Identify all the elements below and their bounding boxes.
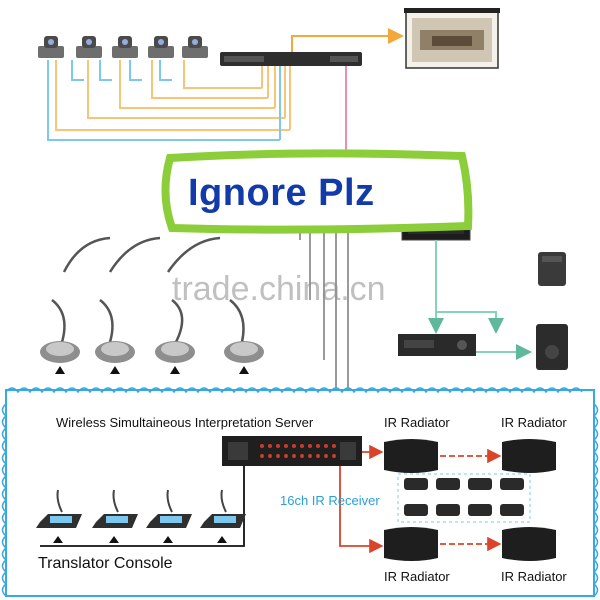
server-output-cables	[40, 444, 384, 554]
ir-radiator-icon	[384, 527, 438, 561]
video-switcher-unit	[220, 52, 362, 66]
watermark-text: trade.china.cn	[172, 270, 386, 308]
translator-console-icon	[36, 489, 82, 528]
ir-radiator-icon	[502, 439, 556, 473]
microphone-base-icon	[95, 341, 135, 363]
ptz-camera-icon	[112, 36, 138, 58]
interpretation-server-unit	[222, 436, 362, 466]
microphone-base-icon	[155, 341, 195, 363]
ir-radiator-label: IR Radiator	[501, 415, 567, 430]
ir-radiator-label: IR Radiator	[384, 569, 450, 584]
power-amplifier-unit	[398, 334, 476, 356]
ir-receiver-label: 16ch IR Receiver	[280, 493, 380, 508]
ptz-camera-icon	[38, 36, 64, 58]
camera-row	[38, 36, 208, 58]
translator-console-label: Translator Console	[38, 555, 173, 572]
ir-radiator-label: IR Radiator	[384, 415, 450, 430]
ignore-stamp-text: Ignore Plz	[188, 172, 375, 214]
interpretation-frame	[1, 387, 599, 597]
translator-console-icon	[200, 489, 246, 528]
ir-receiver-group	[397, 473, 531, 523]
translator-console-icon	[146, 489, 192, 528]
microphone-base-icon	[224, 341, 264, 363]
translator-consoles	[36, 489, 246, 528]
speaker-icon	[538, 252, 566, 286]
ir-radiator-icon	[502, 527, 556, 561]
gooseneck-microphone-row	[51, 236, 245, 343]
console-arrows	[53, 536, 227, 543]
microphone-base-icon	[40, 341, 80, 363]
ptz-camera-icon	[76, 36, 102, 58]
translator-console-icon	[92, 489, 138, 528]
speaker-icon	[536, 324, 568, 370]
ir-radiator-icon	[384, 439, 438, 473]
ir-radiator-links	[440, 448, 502, 552]
ir-radiator-units	[384, 439, 556, 561]
delegate-arrows	[55, 366, 249, 374]
projection-screen-icon	[404, 8, 500, 69]
ptz-camera-icon	[182, 36, 208, 58]
server-label: Wireless Simultaineous Interpretation Se…	[56, 415, 314, 430]
central-cable-bundle	[80, 66, 349, 420]
ir-radiator-label: IR Radiator	[501, 569, 567, 584]
delegate-microphone-units	[40, 341, 264, 363]
ptz-camera-icon	[148, 36, 174, 58]
switcher-to-screen-cable	[291, 28, 404, 52]
camera-cable-bundle	[47, 60, 291, 141]
stamp-highlight-shape	[161, 149, 473, 234]
